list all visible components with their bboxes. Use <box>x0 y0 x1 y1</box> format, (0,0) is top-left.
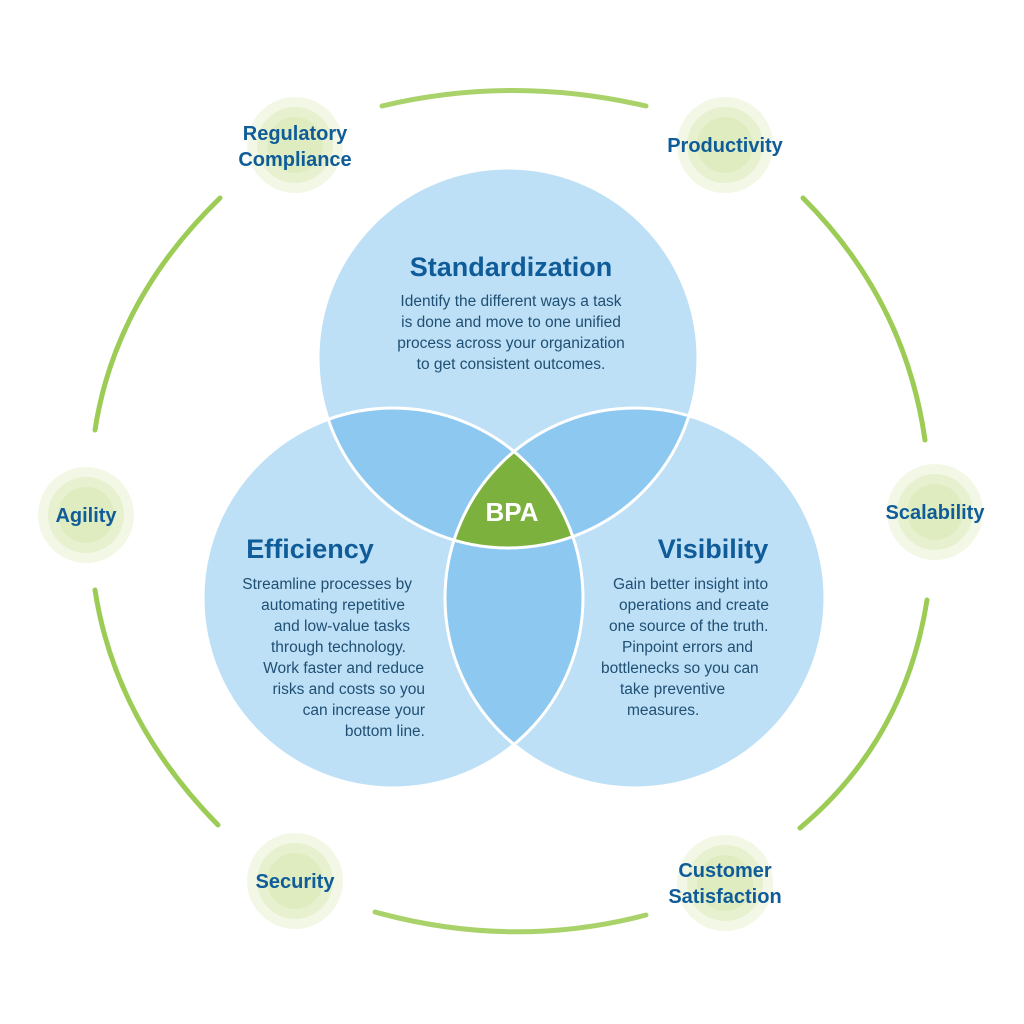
ring-arc-bottom <box>372 909 649 935</box>
productivity-label: Productivity <box>667 135 783 157</box>
ring-arc-top-right <box>800 195 928 443</box>
ring-node-regulatory-compliance: Regulatory Compliance <box>238 97 352 193</box>
ring-arc-bottom-right <box>797 597 930 831</box>
ring-arc-top <box>379 88 649 109</box>
visibility-line: Gain better insight into <box>613 576 768 593</box>
efficiency-line: risks and costs so you <box>273 681 425 698</box>
efficiency-title: Efficiency <box>246 534 374 564</box>
visibility-line: bottlenecks so you can <box>601 660 759 677</box>
ring-node-customer-satisfaction: Customer Satisfaction <box>668 835 782 931</box>
scalability-label: Scalability <box>886 502 986 524</box>
regulatory-label-line2: Compliance <box>238 149 351 171</box>
efficiency-line: Work faster and reduce <box>263 660 424 677</box>
standardization-line: process across your organization <box>397 335 624 352</box>
efficiency-line: bottom line. <box>345 723 425 740</box>
ring-node-scalability: Scalability <box>886 464 986 560</box>
standardization-line: is done and move to one unified <box>401 314 621 331</box>
customer-label-line2: Satisfaction <box>668 886 781 908</box>
efficiency-line: through technology. <box>271 639 406 656</box>
visibility-line: one source of the truth. <box>609 618 768 635</box>
ring-node-security: Security <box>247 833 343 929</box>
visibility-line: operations and create <box>619 597 769 614</box>
center-label: BPA <box>486 497 539 527</box>
standardization-content: Standardization Identify the different w… <box>397 252 624 373</box>
visibility-line: measures. <box>627 702 699 719</box>
ring-arc-bottom-left <box>92 587 221 828</box>
visibility-title: Visibility <box>658 534 769 564</box>
agility-label: Agility <box>55 505 117 527</box>
efficiency-line: Streamline processes by <box>242 576 412 593</box>
efficiency-line: and low-value tasks <box>274 618 410 635</box>
outer-ring <box>92 88 930 935</box>
standardization-line: Identify the different ways a task <box>400 293 621 310</box>
efficiency-content: Efficiency Streamline processes by autom… <box>242 534 425 740</box>
standardization-line: to get consistent outcomes. <box>417 356 606 373</box>
center-bpa-region <box>445 408 583 548</box>
ring-node-productivity: Productivity <box>667 97 784 193</box>
efficiency-line: can increase your <box>303 702 425 719</box>
standardization-title: Standardization <box>410 252 613 282</box>
security-label: Security <box>256 871 336 893</box>
visibility-content: Visibility Gain better insight into oper… <box>601 534 769 719</box>
ring-node-agility: Agility <box>38 467 134 563</box>
ring-arc-top-left <box>92 195 223 433</box>
venn-circles <box>201 166 827 790</box>
regulatory-label-line1: Regulatory <box>243 123 348 145</box>
efficiency-line: automating repetitive <box>261 597 405 614</box>
visibility-line: Pinpoint errors and <box>622 639 753 656</box>
customer-label-line1: Customer <box>678 860 772 882</box>
visibility-line: take preventive <box>620 681 725 698</box>
